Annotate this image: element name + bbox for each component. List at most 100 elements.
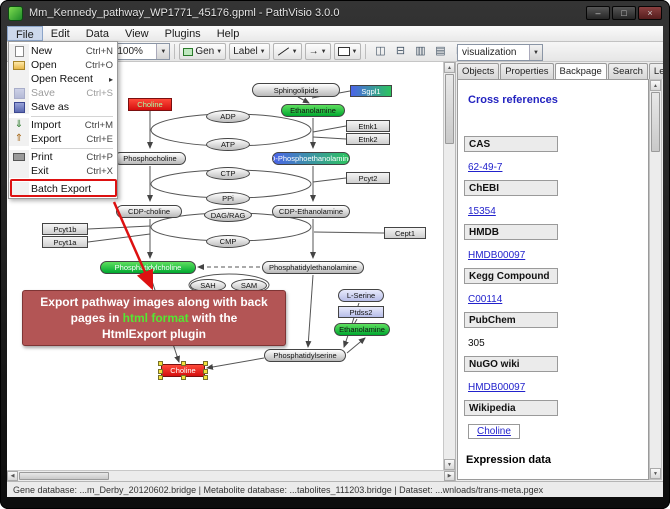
menu-help[interactable]: Help <box>216 28 240 40</box>
menu-edit[interactable]: Edit <box>50 28 70 40</box>
backpage-content: Cross references CAS 62-49-7 ChEBI 15354… <box>457 79 649 480</box>
close-button[interactable]: × <box>638 6 662 20</box>
pathway-node-ethanolamine[interactable]: Ethanolamine <box>281 104 345 117</box>
xref-section-pubchem: PubChem <box>464 312 558 328</box>
canvas-horizontal-scrollbar[interactable]: ◀ ▶ <box>7 470 455 481</box>
xref-link-cas[interactable]: 62-49-7 <box>468 162 503 173</box>
pathway-node-phosphatidylserine[interactable]: Phosphatidylserine <box>264 349 346 362</box>
pathway-node-adp[interactable]: ADP <box>206 110 250 123</box>
panel-scroll-thumb[interactable] <box>651 92 660 152</box>
line-tool-button[interactable]: ▼ <box>272 43 302 60</box>
pathway-node-ppi[interactable]: PPi <box>206 192 250 205</box>
file-menu-item-save-as[interactable]: Save as <box>9 100 117 114</box>
file-menu-item-print[interactable]: Print Ctrl+P <box>9 150 117 164</box>
panel-scrollbar[interactable]: ▲ ▼ <box>649 79 662 480</box>
xref-section-hmdb: HMDB <box>464 224 558 240</box>
pathway-node-phosphatidylethanolamine[interactable]: Phosphatidylethanolamine <box>262 261 364 274</box>
pathway-node-sphingolipids[interactable]: Sphingolipids <box>252 83 340 97</box>
menu-data[interactable]: Data <box>85 28 109 40</box>
file-menu-item-open-recent[interactable]: Open Recent ▸ <box>9 72 117 86</box>
tab-legend[interactable]: Legend <box>648 63 663 79</box>
xref-link-kegg[interactable]: C00114 <box>468 294 503 305</box>
menu-view[interactable]: View <box>124 28 149 40</box>
pathway-node-phosphocholine[interactable]: Phosphocholine <box>114 152 186 165</box>
selection-handle[interactable] <box>181 361 186 366</box>
menu-plugins[interactable]: Plugins <box>164 28 201 40</box>
pathway-node-l-serine[interactable]: L-Serine <box>338 289 384 302</box>
pathway-node-cdp-choline[interactable]: CDP-choline <box>116 205 182 218</box>
pathway-node-o-phosphoethanolamine[interactable]: O-Phosphoethanolamine <box>272 152 350 165</box>
scroll-down-icon[interactable]: ▼ <box>444 459 455 470</box>
scroll-up-icon[interactable]: ▲ <box>444 62 455 73</box>
pathway-node-ctp[interactable]: CTP <box>206 167 250 180</box>
pathway-node-cept1[interactable]: Cept1 <box>384 227 426 239</box>
distribute-horizontal-icon: ▥ <box>415 45 426 57</box>
scroll-down-icon[interactable]: ▼ <box>650 468 661 479</box>
file-menu-item-open[interactable]: Open Ctrl+O <box>9 58 117 72</box>
file-menu-item-import[interactable]: ⇓ Import Ctrl+M <box>9 118 117 132</box>
pathway-node-pcyt1b[interactable]: Pcyt1b <box>42 223 88 235</box>
pathway-node-cdp-ethanolamine[interactable]: CDP-Ethanolamine <box>272 205 350 218</box>
distribute-horizontal-button[interactable]: ▥ <box>410 43 430 61</box>
callout-line1: Export pathway images along with back <box>40 295 268 309</box>
shape-tool-button[interactable]: ▼ <box>333 43 362 60</box>
file-menu-item-batch-export[interactable]: Batch Export <box>9 182 117 196</box>
label-tool-button[interactable]: Label ▼ <box>229 43 270 60</box>
file-menu-item-new[interactable]: New Ctrl+N <box>9 44 117 58</box>
maximize-button[interactable]: □ <box>612 6 636 20</box>
xref-section-chebi: ChEBI <box>464 180 558 196</box>
selection-handle[interactable] <box>158 368 163 374</box>
file-menu-item-export[interactable]: ⇑ Export Ctrl+E <box>9 132 117 146</box>
pathway-node-etnk1[interactable]: Etnk1 <box>346 120 390 132</box>
vertical-scroll-thumb[interactable] <box>445 74 454 144</box>
side-panel: Objects Properties Backpage Search Legen… <box>455 62 663 481</box>
horizontal-scroll-thumb[interactable] <box>19 472 109 480</box>
xref-link-nugo[interactable]: HMDB00097 <box>468 382 526 393</box>
arrow-tool-button[interactable]: → ▼ <box>304 43 331 60</box>
file-menu-item-save[interactable]: Save Ctrl+S <box>9 86 117 100</box>
align-middle-button[interactable]: ⊟ <box>390 43 410 61</box>
xref-link-wikipedia[interactable]: Choline <box>468 424 520 439</box>
pathway-node-ethanolamine[interactable]: Ethanolamine <box>334 323 390 336</box>
canvas-vertical-scrollbar[interactable]: ▲ ▼ <box>443 62 455 470</box>
minimize-button[interactable]: – <box>586 6 610 20</box>
pathway-node-ptdss2[interactable]: Ptdss2 <box>338 306 384 318</box>
selection-handle[interactable] <box>181 375 186 380</box>
scroll-left-icon[interactable]: ◀ <box>7 471 18 481</box>
pathway-node-choline[interactable]: Choline <box>128 98 172 111</box>
selection-handle[interactable] <box>203 368 208 374</box>
scroll-right-icon[interactable]: ▶ <box>444 471 455 481</box>
scroll-up-icon[interactable]: ▲ <box>650 80 661 91</box>
pathway-node-dag-rag[interactable]: DAG/RAG <box>204 208 252 222</box>
pathway-node-phosphatidylcholine[interactable]: Phosphatidylcholine <box>100 261 196 274</box>
pathway-node-pcyt2[interactable]: Pcyt2 <box>346 172 390 184</box>
distribute-vertical-button[interactable]: ▤ <box>430 43 450 61</box>
pathway-node-atp[interactable]: ATP <box>206 138 250 151</box>
xref-link-hmdb[interactable]: HMDB00097 <box>468 250 526 261</box>
pathway-node-cmp[interactable]: CMP <box>206 235 250 248</box>
chevron-down-icon[interactable]: ▼ <box>156 44 170 59</box>
app-icon <box>8 5 23 21</box>
selection-handle[interactable] <box>158 361 163 366</box>
callout-line2-pre: pages in <box>70 311 123 325</box>
align-center-button[interactable]: ◫ <box>370 43 390 61</box>
tab-properties[interactable]: Properties <box>500 63 554 79</box>
pathway-node-sgpl1[interactable]: Sgpl1 <box>350 85 392 97</box>
xref-link-chebi[interactable]: 15354 <box>468 206 496 217</box>
menu-file[interactable]: File <box>7 26 43 41</box>
datanode-tool-button[interactable]: Gen ▼ <box>179 43 227 60</box>
callout-line2-post: with the <box>188 311 238 325</box>
chevron-down-icon[interactable]: ▼ <box>529 45 542 60</box>
pathway-node-etnk2[interactable]: Etnk2 <box>346 133 390 145</box>
tab-backpage[interactable]: Backpage <box>554 63 607 80</box>
zoom-combobox[interactable]: 100% ▼ <box>112 43 171 60</box>
tab-objects[interactable]: Objects <box>457 63 500 79</box>
selection-handle[interactable] <box>203 361 208 366</box>
selection-handle[interactable] <box>158 375 163 380</box>
selection-handle[interactable] <box>203 375 208 380</box>
tab-search[interactable]: Search <box>607 63 648 79</box>
file-menu-item-exit[interactable]: Exit Ctrl+X <box>9 164 117 178</box>
expression-data-heading: Expression data <box>466 454 551 466</box>
pathway-node-pcyt1a[interactable]: Pcyt1a <box>42 236 88 248</box>
visualization-combobox[interactable]: visualization ▼ <box>457 44 543 61</box>
